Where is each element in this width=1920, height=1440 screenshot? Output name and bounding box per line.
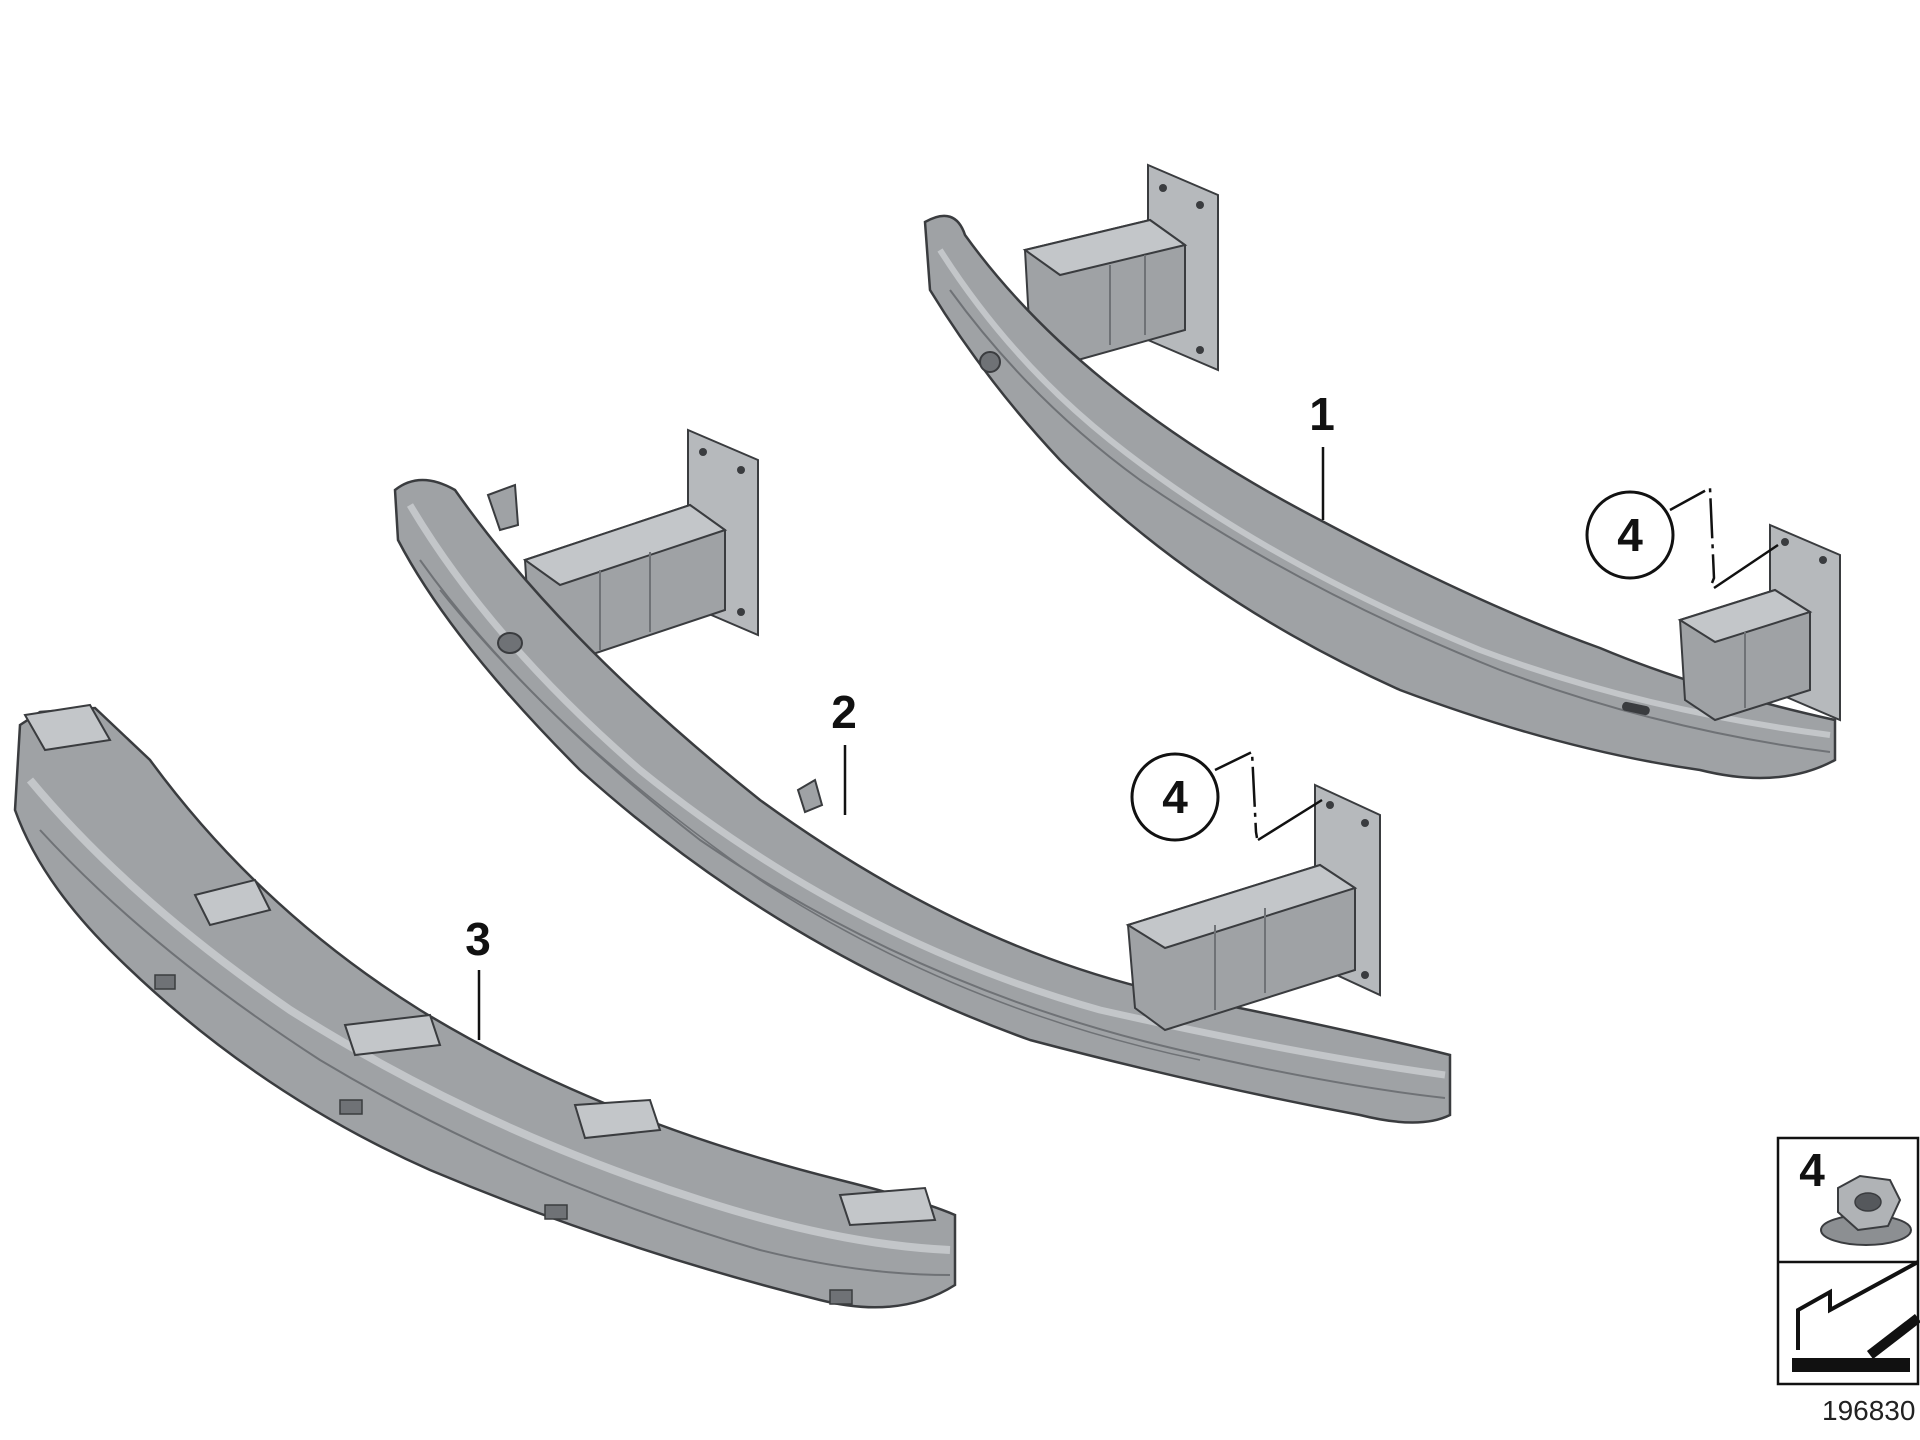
callout-4-upper: 4 [1585, 485, 1779, 590]
callout-1-label: 1 [1309, 388, 1335, 440]
callout-4-upper-label: 4 [1617, 509, 1643, 561]
callout-1: 1 [1309, 388, 1335, 520]
part-2-left-crash-box [486, 428, 759, 667]
callout-3: 3 [465, 913, 491, 1040]
callout-3-label: 3 [465, 913, 491, 965]
legend-box: 4 [1776, 1136, 1920, 1386]
hex-flange-nut-icon [1820, 1174, 1912, 1246]
callout-4-lower-label: 4 [1162, 771, 1188, 823]
callout-2: 2 [831, 686, 857, 815]
callout-2-label: 2 [831, 686, 857, 738]
part-2-bumper-carrier[interactable] [393, 428, 1452, 1124]
arrow-symbol-icon [1792, 1260, 1920, 1372]
diagram-id: 196830 [1822, 1395, 1915, 1426]
part-1-right-crash-box [1677, 523, 1841, 722]
callout-4-lower: 4 [1130, 750, 1323, 842]
part-1-bumper-carrier[interactable] [923, 163, 1841, 780]
part-2-right-crash-box [1125, 783, 1381, 1032]
legend-item-number: 4 [1799, 1144, 1825, 1196]
part-3-energy-absorber[interactable] [13, 703, 957, 1309]
